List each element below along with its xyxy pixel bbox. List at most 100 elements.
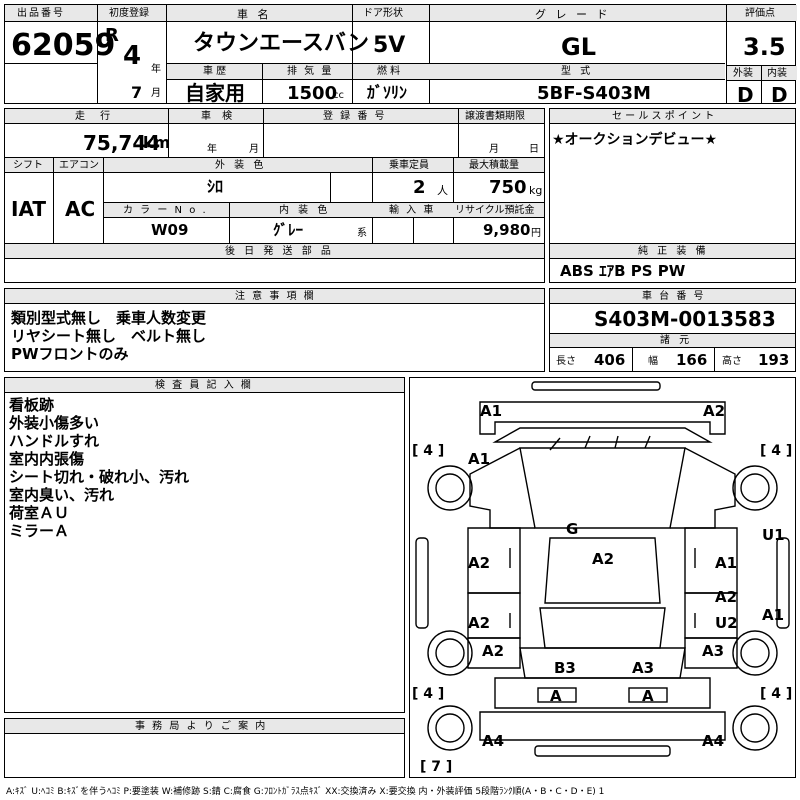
car-name-label: 車 名 <box>237 8 272 21</box>
color-no-value: W09 <box>151 221 189 239</box>
damage-mark: A <box>642 687 654 705</box>
transfer-label: 譲渡書類期限 <box>465 111 525 122</box>
mileage-label: 走 行 <box>75 111 117 122</box>
later-parts-label: 後 日 発 送 部 品 <box>225 246 334 257</box>
inspector-line: 荷室ＡＵ <box>9 504 70 522</box>
int-value: D <box>771 83 788 107</box>
notice-label: 注 意 事 項 欄 <box>235 291 316 302</box>
damage-mark: A2 <box>715 588 737 606</box>
chassis-section: 車 台 番 号 S403M-0013583 諸 元 長さ 406 幅 166 高… <box>549 288 796 372</box>
load-value: 750 <box>489 177 527 198</box>
inspector-line: シート切れ・破れ小、汚れ <box>9 468 190 486</box>
legend: A:ｷｽﾞ U:ﾍｺﾐ B:ｷｽﾞを伴うﾍｺﾐ P:要塗装 W:補修跡 S:錆 … <box>6 787 605 797</box>
inspector-line: 室内臭い、汚れ <box>9 486 115 504</box>
chassis-number: S403M-0013583 <box>594 307 776 331</box>
lot-number: 62059 <box>11 28 116 63</box>
recycle-value: 9,980 <box>483 221 531 239</box>
color-no-label: カ ラ ー N o . <box>123 205 208 216</box>
inspector-label: 検 査 員 記 入 欄 <box>155 380 253 391</box>
damage-mark: A2 <box>592 550 614 568</box>
sales-point-value: ★オークションデビュー★ <box>552 132 718 148</box>
office-label: 事 務 局 よ り ご 案 内 <box>135 721 268 732</box>
reg-year: 4 <box>123 41 142 71</box>
ac-label: エアコン <box>59 160 99 171</box>
car-name: タウンエースバン <box>193 31 370 56</box>
recycle-label: リサイクル預託金 <box>455 205 535 216</box>
import-label: 輸 入 車 <box>389 205 436 216</box>
displacement-value: 1500 <box>287 83 338 104</box>
shift-label: シフト <box>13 160 43 171</box>
damage-mark: A3 <box>632 659 654 677</box>
detail-section: 走 行 車 検 登 録 番 号 譲渡書類期限 75,744 km 年 月 月 日… <box>4 108 545 283</box>
tire-tread: [ 4 ] <box>760 686 792 702</box>
model-value: 5BF-S403M <box>537 83 651 104</box>
damage-mark: A1 <box>468 450 490 468</box>
exterior-color-label: 外 装 色 <box>215 160 267 171</box>
equipment-value: ABS ｴｱB PS PW <box>560 262 686 280</box>
exterior-color-value: ｼﾛ <box>207 177 224 196</box>
load-label: 最大積載量 <box>469 160 519 171</box>
damage-mark: A4 <box>702 732 724 750</box>
load-unit: kg <box>529 184 543 197</box>
notice-line: リヤシート無し ベルト無し <box>11 327 207 345</box>
sales-point-label: セ ー ル ス ポ イ ン ト <box>612 111 715 122</box>
notice-line: 類別型式無し 乗車人数変更 <box>11 309 207 327</box>
interior-color-unit: 系 <box>357 228 367 239</box>
first-reg-label: 初度登録 <box>109 8 149 19</box>
reg-number-label: 登 録 番 号 <box>323 111 387 122</box>
insp-month-unit: 月 <box>249 144 259 155</box>
year-unit: 年 <box>151 64 161 75</box>
damage-mark: A1 <box>480 402 502 420</box>
spec-label: 諸 元 <box>660 335 693 346</box>
lot-label: 出品番号 <box>17 8 65 19</box>
width-value: 166 <box>676 351 708 369</box>
damage-mark: A2 <box>703 402 725 420</box>
transfer-month-unit: 月 <box>489 144 499 155</box>
door-value: 5V <box>373 33 406 58</box>
damage-mark: A2 <box>468 554 490 572</box>
car-outline-diagram: A1 A2 A1 G A2 A2 A1 U1 A2 A2 U2 A1 A2 A3… <box>412 381 792 775</box>
damage-mark: A4 <box>482 732 504 750</box>
tire-tread: [ 4 ] <box>412 443 444 459</box>
inspector-line: ミラーＡ <box>9 522 70 540</box>
equipment-label: 純 正 装 備 <box>638 246 709 257</box>
transfer-day-unit: 日 <box>529 144 539 155</box>
notice-section: 注 意 事 項 欄 類別型式無し 乗車人数変更 リヤシート無し ベルト無し PW… <box>4 288 545 372</box>
length-value: 406 <box>594 351 626 369</box>
model-label: 型 式 <box>561 66 594 77</box>
chassis-label: 車 台 番 号 <box>642 291 706 302</box>
ext-value: D <box>737 83 754 107</box>
mileage-unit: km <box>143 133 171 152</box>
score-value: 3.5 <box>743 33 786 61</box>
shift-value: IAT <box>11 197 47 221</box>
damage-mark: A <box>550 687 562 705</box>
history-value: 自家用 <box>185 81 245 105</box>
fuel-label: 燃 料 <box>377 66 401 77</box>
capacity-unit: 人 <box>437 184 448 197</box>
month-unit: 月 <box>151 88 161 99</box>
damage-mark: A2 <box>482 642 504 660</box>
capacity-label: 乗車定員 <box>389 160 429 171</box>
damage-mark: A3 <box>702 642 724 660</box>
history-label: 車 歴 <box>203 66 227 77</box>
damage-diagram: A1 A2 A1 G A2 A2 A1 U1 A2 A2 U2 A1 A2 A3… <box>409 377 796 778</box>
inspector-line: ハンドルすれ <box>9 432 100 450</box>
length-label: 長さ <box>556 356 576 367</box>
office-section: 事 務 局 よ り ご 案 内 <box>4 718 405 778</box>
ac-value: AC <box>65 197 96 221</box>
recycle-unit: 円 <box>531 228 541 239</box>
era: R <box>105 25 119 46</box>
tire-tread: [ 4 ] <box>412 686 444 702</box>
tire-tread: [ 4 ] <box>760 443 792 459</box>
height-value: 193 <box>758 351 790 369</box>
grade-value: GL <box>561 33 596 61</box>
insp-year-unit: 年 <box>207 144 217 155</box>
notice-line: PWフロントのみ <box>11 345 129 363</box>
inspector-line: 看板跡 <box>9 396 55 414</box>
damage-mark: U2 <box>715 614 738 632</box>
width-label: 幅 <box>648 356 658 367</box>
mileage-value: 75,744 <box>83 131 161 155</box>
header-section: 出品番号 62059 初度登録 R 4 年 7 月 車 名 タウンエースバン ド… <box>4 4 797 107</box>
height-label: 高さ <box>722 356 742 367</box>
inspection-label: 車 検 <box>201 111 237 122</box>
